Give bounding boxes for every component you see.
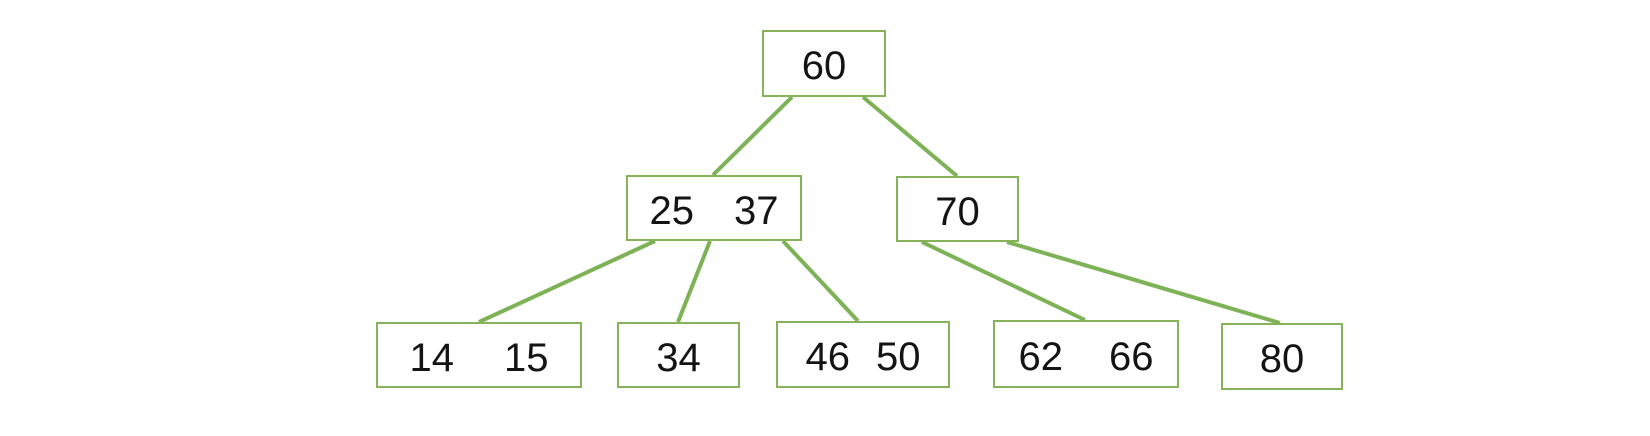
tree-node-80: 80 [1221,323,1343,390]
tree-node-25-37: 25 37 [626,175,802,241]
tree-node-70: 70 [896,176,1019,242]
node-key: 62 [1018,334,1064,379]
tree-node-14-15: 14 15 [376,322,582,388]
tree-edge-70-to-80 [1006,240,1281,325]
tree-node-60: 60 [762,30,886,97]
tree-edge-60-to-25-37 [711,95,794,177]
tree-node-34: 34 [617,322,740,388]
tree-node-46-50: 46 50 [776,321,950,388]
node-key: 25 [649,188,695,233]
node-key: 34 [656,335,701,380]
node-key: 60 [801,44,847,88]
node-key: 66 [1109,334,1154,379]
node-key: 15 [504,335,549,380]
node-key: 37 [734,188,779,233]
node-key: 70 [935,189,980,234]
tree-edge-70-to-62-66 [921,240,1086,322]
tree-edge-60-to-70 [861,95,959,178]
node-key: 14 [409,335,455,380]
node-key: 80 [1259,337,1305,381]
node-key: 50 [876,335,921,379]
tree-edge-25-37-to-46-50 [781,239,860,323]
node-key: 46 [805,335,851,379]
tree-edge-25-37-to-14-15 [478,239,656,324]
tree-edge-25-37-to-34 [676,240,712,323]
tree-node-62-66: 62 66 [993,320,1179,388]
